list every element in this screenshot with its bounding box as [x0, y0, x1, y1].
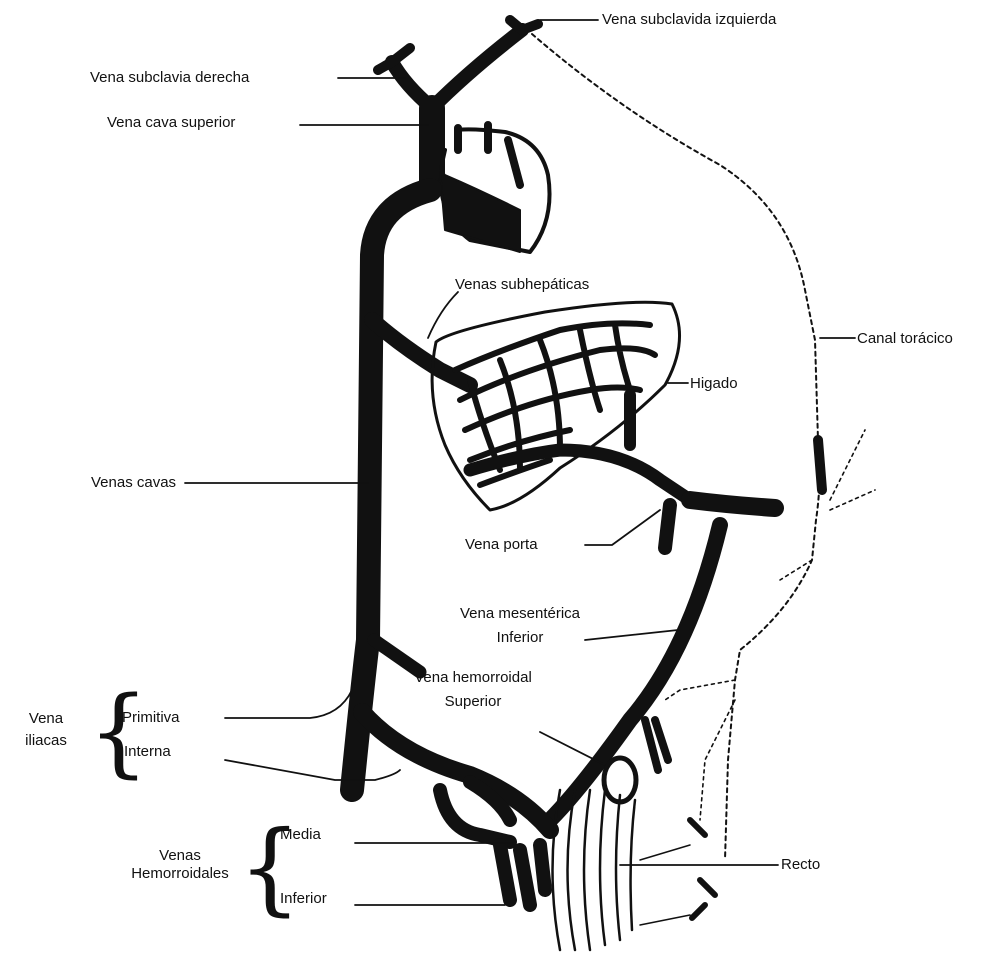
label-interna: Interna [124, 743, 171, 761]
heart-dark-fill [440, 170, 520, 252]
label-hemorroidal-superior: Vena hemorroidal Superior [398, 669, 548, 711]
label-iliacas-line1: Vena [6, 710, 86, 728]
label-venas-cavas: Venas cavas [91, 474, 176, 492]
label-hemorroidales: Venas Hemorroidales [110, 847, 250, 883]
label-canal-toracico: Canal torácico [857, 330, 953, 348]
label-higado: Higado [690, 375, 738, 393]
label-subhepaticas: Venas subhepáticas [455, 276, 589, 294]
label-subclavia-derecha: Vena subclavia derecha [90, 69, 249, 87]
label-hemorroidales-line2: Hemorroidales [110, 865, 250, 883]
iliacas-brace: { [88, 684, 149, 780]
label-inferior: Inferior [280, 890, 327, 908]
label-primitiva: Primitiva [122, 709, 180, 727]
left-subclavian-vein [432, 30, 522, 108]
label-mesenterica-line2: Inferior [450, 629, 590, 647]
label-hemorroidal-superior-line1: Vena hemorroidal [398, 669, 548, 687]
label-hemorroidal-superior-line2: Superior [398, 693, 548, 711]
label-vena-porta: Vena porta [465, 536, 538, 554]
label-recto: Recto [781, 856, 820, 874]
hepatic-vein [372, 320, 470, 385]
label-media: Media [280, 826, 321, 844]
label-cava-superior: Vena cava superior [107, 114, 235, 132]
label-iliacas: Vena iliacas [6, 710, 86, 750]
label-iliacas-line2: iliacas [6, 732, 86, 750]
label-hemorroidales-line1: Venas [110, 847, 250, 865]
label-mesenterica: Vena mesentérica Inferior [450, 605, 590, 647]
label-mesenterica-line1: Vena mesentérica [450, 605, 590, 623]
label-subclavia-izquierda: Vena subclavida izquierda [602, 11, 776, 29]
portal-vein [690, 500, 775, 508]
